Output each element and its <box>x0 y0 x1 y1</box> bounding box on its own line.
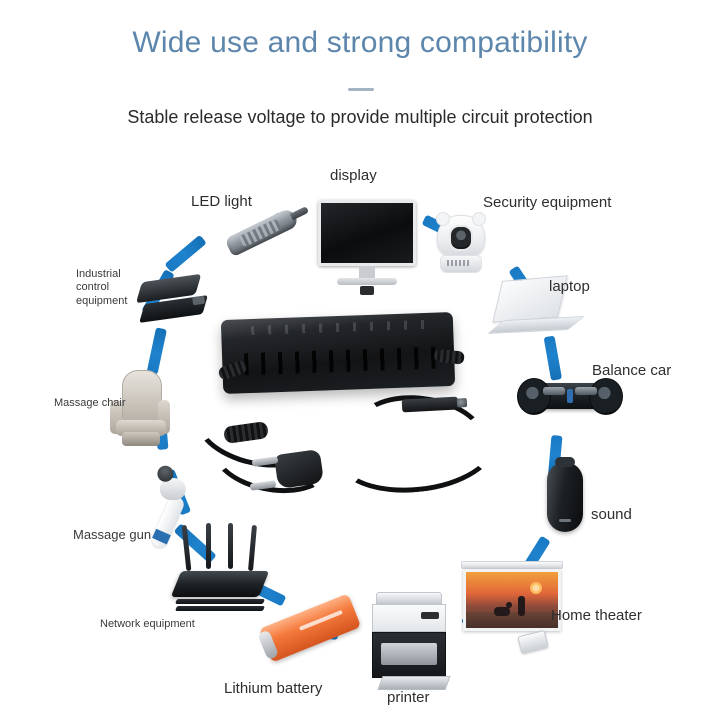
adapter-body <box>217 311 465 395</box>
label-massage-chair: Massage chair <box>54 397 126 409</box>
hoverboard-footpad <box>543 387 565 395</box>
camera-ear <box>472 212 486 226</box>
router-antenna <box>228 523 233 569</box>
battery-positive-cap <box>257 629 280 661</box>
node-balance-car <box>517 378 623 415</box>
node-massage-chair <box>108 370 172 448</box>
chair-backrest <box>122 370 162 422</box>
label-laptop: laptop <box>549 278 590 295</box>
printer-paper-tray <box>381 643 437 665</box>
router-antenna <box>248 524 257 572</box>
camera-lens <box>449 225 473 251</box>
label-massage-gun: Massage gun <box>73 527 152 542</box>
battery-label-band <box>298 609 344 631</box>
printer-lid <box>376 592 442 604</box>
controller-port <box>192 295 206 306</box>
monitor-neck <box>359 266 375 278</box>
monitor-badge <box>360 286 374 295</box>
screen-image-figure <box>518 596 525 616</box>
screen-image-dog <box>494 602 512 616</box>
led-streetlight-icon <box>224 206 310 258</box>
adapter-strain-relief-left <box>217 359 248 382</box>
router-antenna <box>206 523 211 569</box>
massage-gun-accent-band <box>152 528 171 545</box>
node-massage-gun <box>149 463 187 550</box>
node-network-equipment <box>170 523 292 615</box>
hoverboard-wheel <box>589 378 623 415</box>
label-industrial-control-equipment: Industrial control equipment <box>76 268 128 307</box>
label-home-theater: Home theater <box>551 607 642 624</box>
speaker-cap <box>555 457 575 467</box>
router-base-fin <box>174 599 266 604</box>
printer-icon <box>372 632 446 678</box>
projector-screen-bar <box>461 561 563 569</box>
page-subtitle: Stable release voltage to provide multip… <box>127 107 593 127</box>
screen-image-ground <box>466 612 558 628</box>
label-network-equipment: Network equipment <box>100 618 195 630</box>
node-home-theater <box>461 561 563 655</box>
node-lithium-battery <box>257 593 362 663</box>
camera-ear <box>436 212 450 226</box>
adapter-side-vents <box>243 346 441 376</box>
node-printer <box>372 592 451 690</box>
printer-output-tray <box>377 676 451 690</box>
node-display <box>318 200 416 295</box>
monitor-icon <box>318 200 416 266</box>
speaker-button <box>559 519 571 522</box>
monitor-base <box>337 278 397 285</box>
label-display: display <box>330 167 377 184</box>
security-camera-icon <box>436 212 486 257</box>
label-sound: sound <box>591 506 632 523</box>
adapter-top-vents <box>251 319 432 336</box>
label-lithium-battery: Lithium battery <box>224 680 323 697</box>
massage-chair-icon <box>108 370 172 448</box>
screen-image-sun <box>530 582 542 594</box>
router-icon <box>170 571 270 597</box>
camera-base <box>440 255 482 273</box>
arc-segment <box>146 327 167 375</box>
led-grill <box>238 218 282 248</box>
power-adapter-image <box>187 306 506 506</box>
led-tip <box>289 206 310 221</box>
hoverboard-light-strip <box>567 389 573 403</box>
projector-screen-icon <box>463 569 561 631</box>
printer-control-panel <box>421 612 439 619</box>
hoverboard-icon <box>517 378 623 415</box>
label-led-light: LED light <box>191 193 252 210</box>
camera-brand-logo <box>447 260 471 266</box>
hoverboard-footpad <box>575 387 597 395</box>
label-printer: printer <box>387 689 430 706</box>
node-led-light <box>224 206 310 258</box>
printer-scanner <box>372 604 446 632</box>
arc-segment <box>543 335 563 381</box>
title-divider <box>348 88 374 91</box>
arc-segment <box>164 234 207 273</box>
label-balance-car: Balance car <box>592 362 672 379</box>
node-security-equipment <box>436 212 486 273</box>
speaker-icon <box>547 457 583 532</box>
router-base-fin <box>174 606 266 611</box>
label-security-equipment: Security equipment <box>483 194 612 211</box>
page-title: Wide use and strong compatibility <box>132 26 588 59</box>
node-sound <box>547 457 583 532</box>
projector-device-icon <box>517 629 549 655</box>
hoverboard-wheel <box>517 378 551 415</box>
chair-legrest <box>122 432 160 446</box>
router-antenna <box>181 524 192 572</box>
